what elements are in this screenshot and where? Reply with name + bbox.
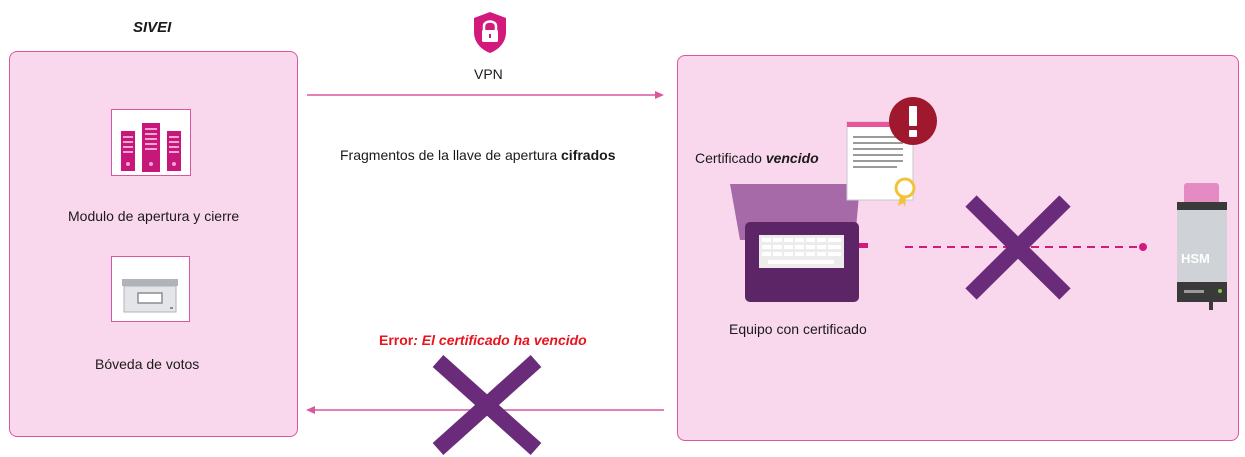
blocked-connection-cross-icon: [965, 195, 1071, 300]
sivei-panel: [9, 51, 298, 437]
system-title: SIVEI: [133, 19, 172, 36]
laptop-icon[interactable]: [728, 182, 868, 307]
hsm-device-icon[interactable]: [1172, 180, 1232, 310]
payload-label: Fragmentos de la llave de apertura cifra…: [340, 147, 616, 163]
error-message: Error: El certificado ha vencido: [379, 332, 587, 348]
exclamation-alert-icon: [889, 97, 937, 145]
server-module-box[interactable]: [111, 109, 191, 176]
vault-module-label: Bóveda de votos: [95, 356, 200, 372]
vpn-label: VPN: [474, 66, 503, 82]
server-rack-icon: [121, 123, 181, 172]
blocked-return-cross-icon: [432, 355, 542, 455]
vault-module-box[interactable]: [111, 256, 190, 322]
server-module-label: Modulo de apertura y cierre: [68, 208, 240, 224]
hsm-label: HSM: [1181, 251, 1210, 266]
lock-shield-icon: [474, 12, 506, 53]
certificate-label: Certificado vencido: [695, 150, 819, 166]
vault-box-icon: [122, 279, 178, 313]
device-label: Equipo con certificado: [729, 321, 867, 337]
